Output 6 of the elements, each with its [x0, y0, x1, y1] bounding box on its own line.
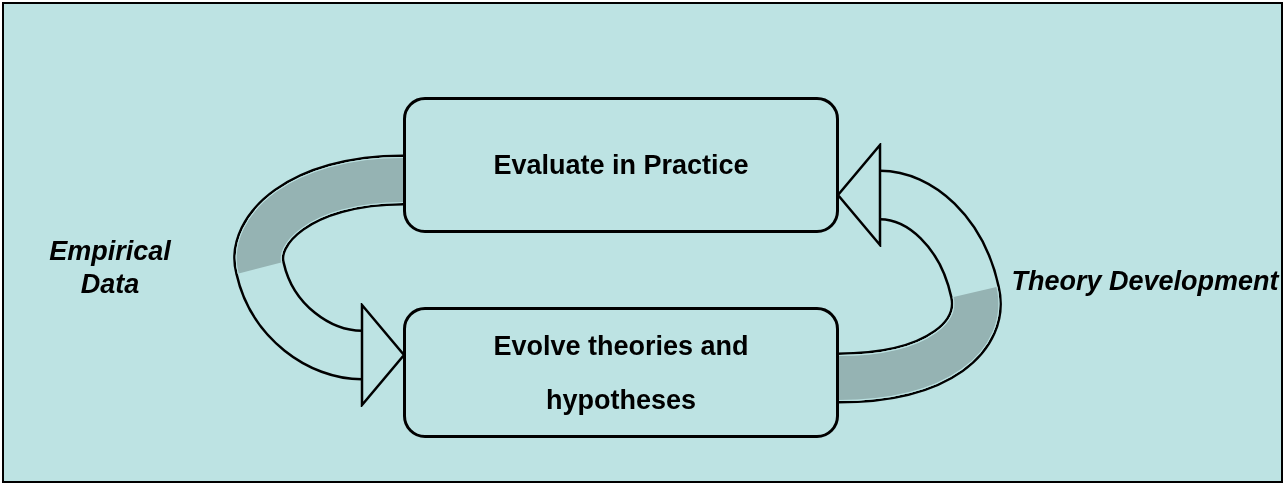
- side-label: Empirical Data: [48, 235, 172, 301]
- rounded-box: [403, 97, 839, 233]
- rounded-box: [403, 307, 839, 438]
- box-label: Evolve theories and hypotheses: [492, 329, 750, 417]
- box-label: Evaluate in Practice: [492, 149, 750, 182]
- side-label: Theory Development: [1010, 265, 1280, 298]
